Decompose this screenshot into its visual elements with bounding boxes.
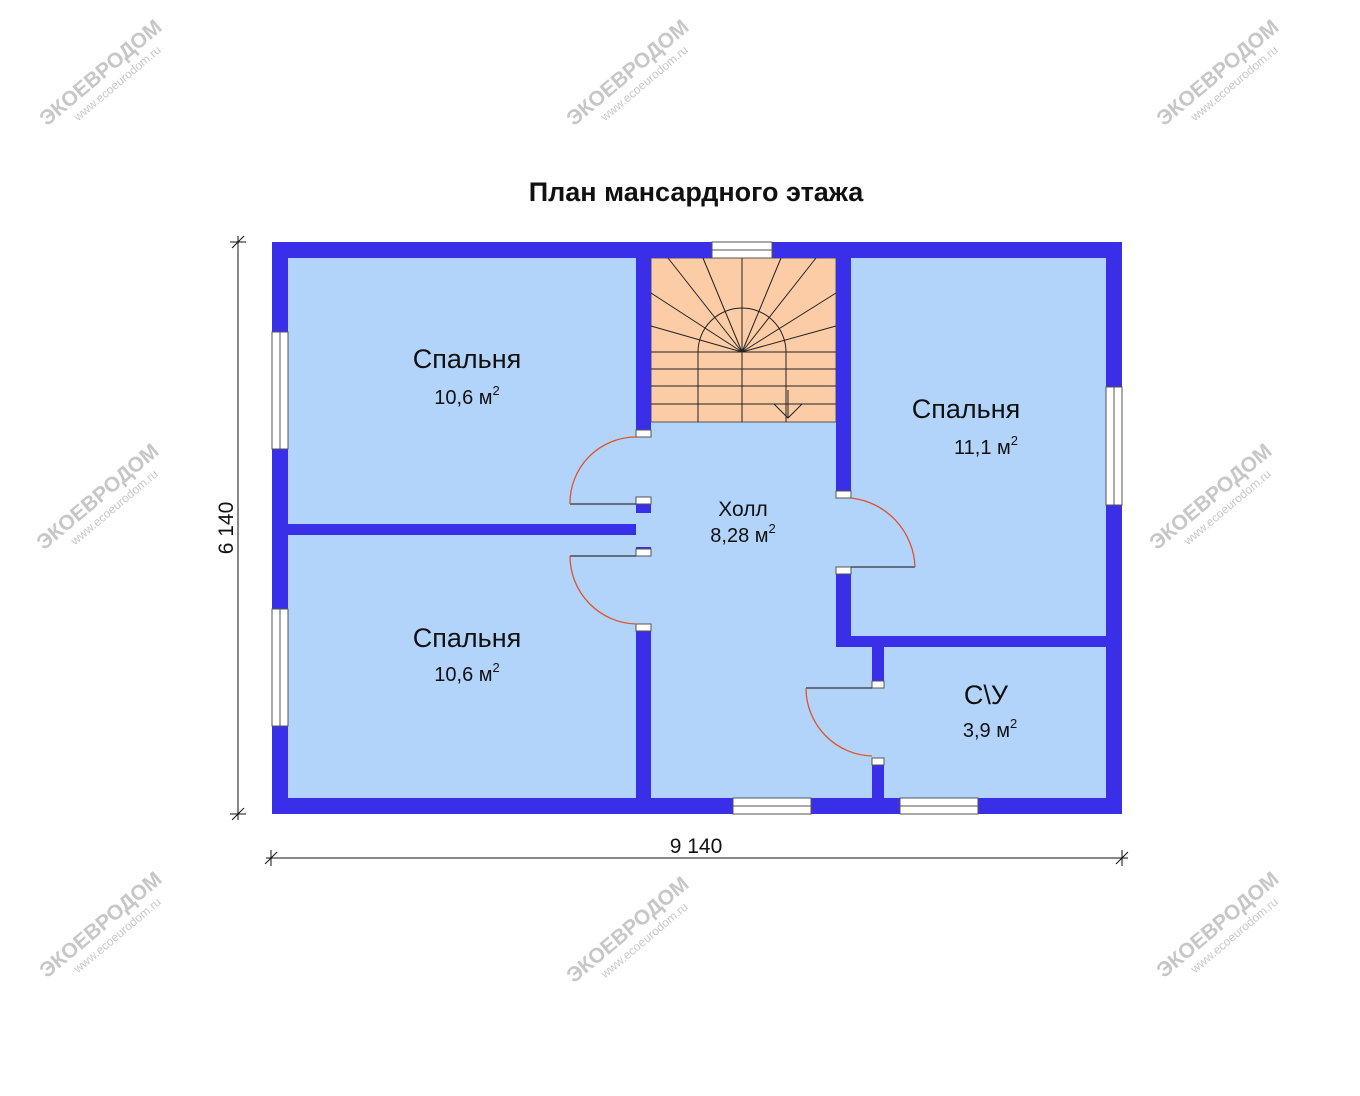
door-bathroom [805, 680, 885, 766]
door-bedroom-2 [569, 548, 652, 632]
watermark: ЭКОЕВРОДОМ www.ecoeurodom.ru [32, 439, 163, 554]
watermark: ЭКОЕВРОДОМ www.ecoeurodom.ru [1152, 867, 1283, 982]
bedroom-1-floor [288, 258, 636, 524]
watermark-brand: ЭКОЕВРОДОМ [1152, 867, 1283, 982]
bedroom-1-area: 10,6 м2 [434, 383, 499, 409]
bedroom-3-area: 11,1 м2 [954, 433, 1018, 459]
exterior-wall-bottom [272, 798, 1122, 814]
interior-wall-right-vertical [836, 258, 851, 636]
plan-title: План мансардного этажа [529, 177, 865, 207]
watermark: ЭКОЕВРОДОМ www.ecoeurodom.ru [1145, 439, 1276, 554]
bathroom-floor [884, 647, 1106, 798]
watermark: ЭКОЕВРОДОМ www.ecoeurodom.ru [562, 872, 693, 987]
windows [271, 241, 1123, 815]
corridor-floor [651, 647, 872, 798]
exterior-wall-left [272, 242, 288, 814]
staircase [650, 257, 837, 423]
watermark-brand: ЭКОЕВРОДОМ [562, 15, 693, 130]
watermark-brand: ЭКОЕВРОДОМ [562, 872, 693, 987]
watermark: ЭКОЕВРОДОМ www.ecoeurodom.ru [1152, 15, 1283, 130]
watermark: ЭКОЕВРОДОМ www.ecoeurodom.ru [562, 15, 693, 130]
door-hall-marker [636, 513, 651, 547]
bedroom-2-name: Спальня [413, 623, 522, 653]
window [271, 608, 289, 727]
window [732, 797, 812, 815]
watermark-brand: ЭКОЕВРОДОМ [35, 15, 166, 130]
staircase-area [650, 257, 837, 423]
door-bedroom-1 [569, 429, 652, 505]
watermark: ЭКОЕВРОДОМ www.ecoeurodom.ru [35, 867, 166, 982]
dimension-height [230, 235, 246, 821]
window [711, 241, 773, 259]
hall-name: Холл [718, 498, 768, 521]
watermark-brand: ЭКОЕВРОДОМ [1145, 439, 1276, 554]
bathroom-area: 3,9 м2 [963, 716, 1017, 742]
interior-wall-bedrooms-divider [288, 524, 636, 535]
watermark-brand: ЭКОЕВРОДОМ [32, 439, 163, 554]
interior-wall-bedroom-3-bottom [836, 636, 1106, 647]
bedroom-3-name: Спальня [912, 394, 1021, 424]
window [899, 797, 979, 815]
door-bedroom-3 [835, 490, 916, 575]
hall-area: 8,28 м2 [710, 521, 775, 547]
bedroom-2-floor [288, 535, 636, 798]
window [1105, 386, 1123, 506]
dimension-height-label: 6 140 [215, 502, 238, 555]
watermark: ЭКОЕВРОДОМ www.ecoeurodom.ru [35, 15, 166, 130]
dimension-width [264, 850, 1129, 866]
doors [569, 429, 916, 766]
bathroom-name: С\У [964, 680, 1009, 710]
room-labels: Спальня 10,6 м2 Спальня 10,6 м2 Спальня … [413, 344, 1021, 742]
dimension-width-label: 9 140 [670, 835, 723, 858]
bedroom-2-area: 10,6 м2 [434, 660, 499, 686]
bedroom-1-name: Спальня [413, 344, 522, 374]
watermark-brand: ЭКОЕВРОДОМ [35, 867, 166, 982]
window [271, 331, 289, 450]
bedroom-3-floor [851, 258, 1106, 636]
watermark-brand: ЭКОЕВРОДОМ [1152, 15, 1283, 130]
exterior-wall-top [272, 242, 1122, 258]
exterior-wall-right [1106, 242, 1122, 814]
